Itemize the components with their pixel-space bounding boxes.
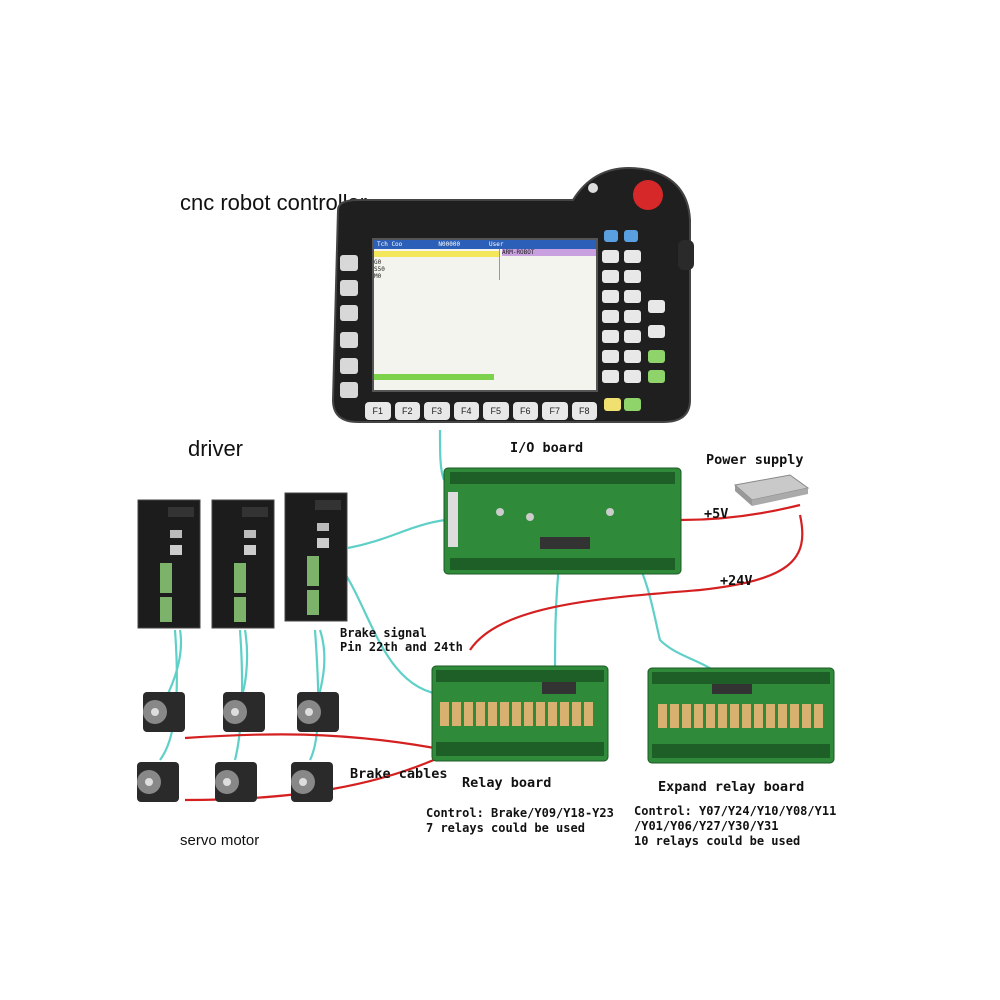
screen-line: G0 <box>374 259 382 266</box>
controller-to-io-cable <box>438 429 446 481</box>
servo-motor-1 <box>143 692 185 732</box>
servo-driver-2 <box>211 499 275 629</box>
key-switch-icon <box>588 183 598 193</box>
servo-motor-2 <box>223 692 265 732</box>
screen-header-mid: N00000 <box>438 241 461 248</box>
f8-key[interactable]: F8 <box>571 402 597 420</box>
io-to-driver-cable <box>347 518 446 550</box>
servo-driver-3 <box>284 492 348 622</box>
power-supply-label: Power supply <box>706 452 804 468</box>
controller-screen: Tch Coo N00000 User G0 S50 M0 ARM-ROBOT <box>372 238 598 392</box>
screen-line: M0 <box>374 273 382 280</box>
screen-program: ARM-ROBOT <box>502 249 596 256</box>
screen-header-right: User <box>489 241 504 248</box>
brake-cable-row1 <box>184 733 446 752</box>
right-keypad <box>602 250 665 383</box>
expand-relay-board-device <box>647 667 835 764</box>
brake-signal-label: Brake signal <box>340 626 427 640</box>
brake-pin-label: Pin 22th and 24th <box>340 640 463 654</box>
servo-motor-4 <box>137 762 179 802</box>
relay-control-line2: 7 relays could be used <box>426 821 585 835</box>
servo-motor-3 <box>297 692 339 732</box>
servo-motor-6 <box>291 762 333 802</box>
servo-motors <box>137 692 339 802</box>
servo-motor-label: servo motor <box>180 832 260 849</box>
f1-key[interactable]: F1 <box>365 402 391 420</box>
left-keys <box>340 255 358 398</box>
expand-control-line1: Control: Y07/Y24/Y10/Y08/Y11 <box>634 804 837 818</box>
expand-relays <box>658 704 823 728</box>
relay-board-device <box>431 665 609 762</box>
f2-key[interactable]: F2 <box>394 402 420 420</box>
f6-key[interactable]: F6 <box>512 402 538 420</box>
f4-key[interactable]: F4 <box>453 402 479 420</box>
power-supply-device <box>733 474 810 506</box>
servo-driver-1 <box>137 499 201 629</box>
io-board-device <box>443 467 682 575</box>
f3-key[interactable]: F3 <box>424 402 450 420</box>
controller-label: cnc robot controller <box>180 190 368 215</box>
brake-cables-label: Brake cables <box>350 766 448 782</box>
function-keys: F1 F2 F3 F4 F5 F6 F7 F8 <box>365 402 597 420</box>
plus5v-cable <box>679 503 801 522</box>
servo-motor-5 <box>215 762 257 802</box>
expand-relay-board-label: Expand relay board <box>658 779 805 795</box>
emergency-stop-icon <box>633 180 663 210</box>
screen-header: Tch Coo N00000 User <box>374 240 596 249</box>
expand-control-line3: 10 relays could be used <box>634 834 801 848</box>
servo-drivers <box>137 492 348 629</box>
relay-board-label: Relay board <box>462 775 552 791</box>
plus5v-label: +5V <box>704 506 729 522</box>
power-cables <box>184 503 804 802</box>
expand-control-line2: /Y01/Y06/Y27/Y30/Y31 <box>634 819 779 833</box>
f7-key[interactable]: F7 <box>542 402 568 420</box>
screen-line: S50 <box>374 266 385 273</box>
f5-key[interactable]: F5 <box>483 402 509 420</box>
io-board-label: I/O board <box>510 440 584 456</box>
plus24v-label: +24V <box>720 573 753 589</box>
relay-control-line1: Control: Brake/Y09/Y18-Y23 <box>426 806 614 820</box>
screen-header-left: Tch Coo <box>377 241 403 248</box>
driver-label: driver <box>188 436 244 461</box>
plus24v-cable <box>469 514 804 651</box>
relays <box>440 702 593 726</box>
